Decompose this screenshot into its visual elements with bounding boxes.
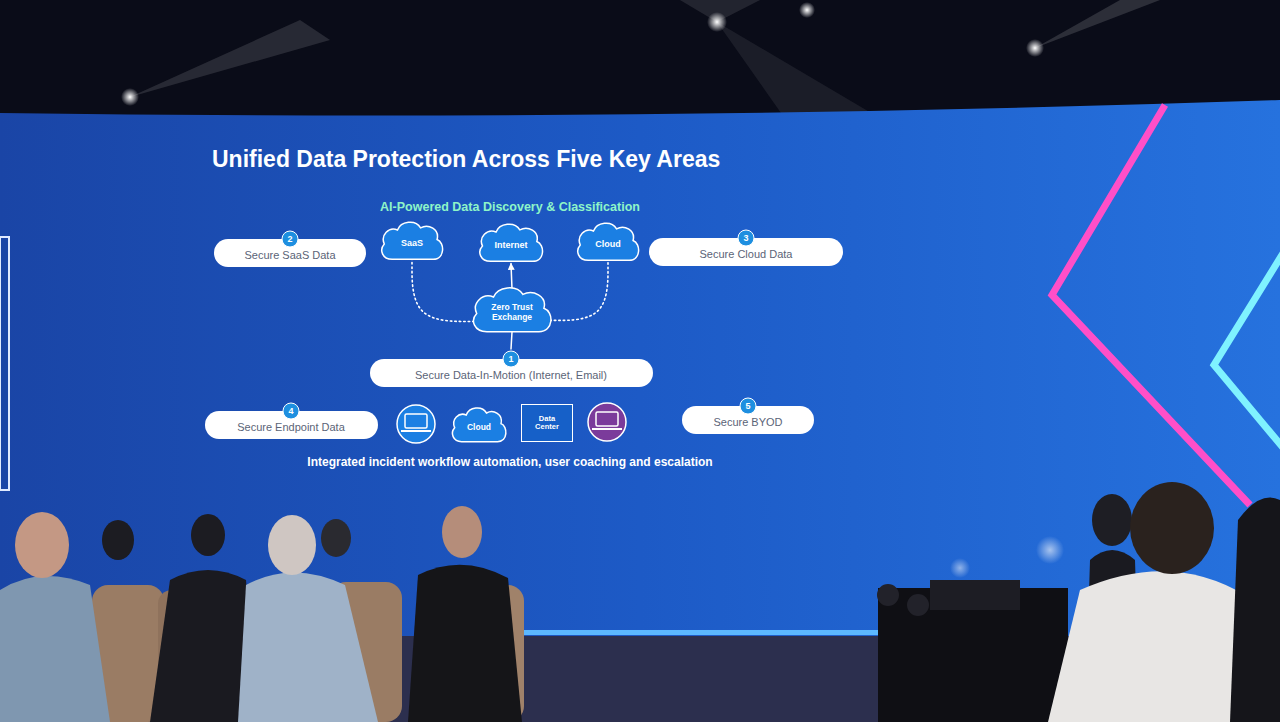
subtitle: AI-Powered Data Discovery & Classificati…	[380, 200, 640, 214]
stage-equipment	[930, 580, 1020, 610]
cloud-outline	[474, 288, 551, 332]
footer-note: Integrated incident workflow automation,…	[307, 455, 712, 469]
cloud-node: Cloud	[450, 405, 508, 445]
callout-number: 2	[282, 231, 299, 248]
connector	[511, 263, 512, 289]
area-label: Secure SaaS Data	[244, 249, 335, 262]
audience-head	[191, 514, 225, 556]
exchange-cloud: Zero Trust Exchange	[470, 284, 554, 336]
laptop-glyph	[596, 412, 618, 426]
audience-body	[1048, 571, 1260, 722]
node-label: SaaS	[401, 234, 423, 249]
light-beam	[130, 20, 330, 97]
audience-body	[1230, 498, 1280, 722]
cloud-node: Internet	[477, 221, 545, 265]
spotlight	[707, 12, 727, 32]
area-pill: 1Secure Data-In-Motion (Internet, Email)	[370, 359, 653, 387]
side-panel	[0, 237, 9, 490]
audience-head	[1092, 494, 1132, 546]
audience-head	[1130, 482, 1214, 574]
area-label: Secure Cloud Data	[700, 248, 793, 261]
area-pill: 2Secure SaaS Data	[214, 239, 366, 267]
spotlight	[1026, 39, 1044, 57]
audience-body	[0, 576, 110, 722]
cloud-node: SaaS	[379, 219, 445, 263]
fog-light	[950, 558, 970, 578]
node-label: Cloud	[467, 418, 491, 432]
node-label: Cloud	[595, 235, 621, 250]
cloud-outline	[382, 222, 443, 259]
stage-edge-light	[480, 630, 900, 635]
cyan-chevron	[1214, 250, 1280, 450]
connector	[511, 332, 512, 349]
stage-light	[877, 584, 899, 606]
byod-icon	[588, 403, 626, 441]
spotlight	[799, 2, 815, 18]
cloud-outline	[578, 223, 639, 260]
callout-number: 4	[283, 403, 300, 420]
audience-head	[102, 520, 134, 560]
fog-light	[1036, 536, 1064, 564]
datacenter-box: Data Center	[521, 404, 573, 442]
audience-head	[268, 515, 316, 575]
cloud-outline	[452, 408, 505, 442]
slide-title: Unified Data Protection Across Five Key …	[212, 146, 720, 173]
light-beam	[1035, 0, 1160, 48]
node-label: Internet	[494, 236, 527, 251]
area-pill: 4Secure Endpoint Data	[205, 411, 378, 439]
node-label: Zero Trust Exchange	[484, 298, 540, 322]
spotlight	[121, 88, 139, 106]
callout-number: 3	[738, 230, 755, 247]
callout-number: 5	[740, 398, 757, 415]
area-label: Secure Endpoint Data	[237, 421, 345, 434]
endpoint-icon	[397, 405, 435, 443]
cloud-outline	[480, 224, 543, 261]
connector	[412, 259, 474, 321]
audience-body	[238, 573, 378, 722]
audience-head	[321, 519, 351, 557]
laptop-glyph	[592, 428, 622, 430]
area-label: Secure Data-In-Motion (Internet, Email)	[415, 369, 607, 382]
node-label: Data Center	[526, 415, 568, 432]
audience-body	[408, 565, 522, 722]
area-pill: 5Secure BYOD	[682, 406, 814, 434]
led-screen	[0, 100, 1280, 640]
laptop-glyph	[401, 430, 431, 432]
pink-chevron	[1052, 105, 1250, 505]
laptop-glyph	[405, 414, 427, 428]
cloud-node: Cloud	[575, 220, 641, 264]
connector	[550, 260, 608, 320]
callout-number: 1	[503, 351, 520, 368]
audience-head	[15, 512, 69, 578]
area-label: Secure BYOD	[713, 416, 782, 429]
audience-head	[442, 506, 482, 558]
area-pill: 3Secure Cloud Data	[649, 238, 843, 266]
stage-light	[907, 594, 929, 616]
